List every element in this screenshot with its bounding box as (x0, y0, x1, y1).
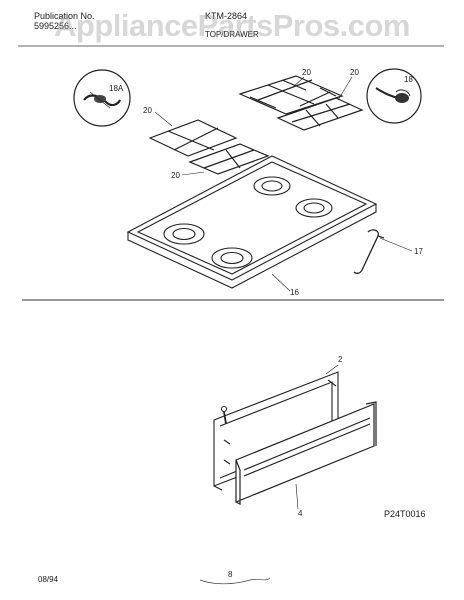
support-rod (353, 229, 385, 274)
callout-18a: 18A (109, 84, 124, 93)
callout-20-right-b: 20 (350, 68, 359, 77)
section-title: TOP/DRAWER (205, 30, 259, 39)
callout-18: 18 (404, 75, 413, 84)
callout-20-lower-left: 20 (171, 171, 180, 180)
model-number: KTM-2864 (205, 11, 248, 21)
page-number: 8 (228, 570, 233, 579)
callout-20-top-left: 20 (143, 106, 152, 115)
callout-4: 4 (298, 509, 303, 518)
grate-pair-left (148, 119, 270, 175)
detail-circle-18a (73, 69, 131, 127)
drawer-front (235, 401, 377, 505)
figure-code: P24T0016 (384, 509, 426, 519)
publication-label: Publication No. (34, 11, 95, 21)
detail-circle-18 (366, 68, 422, 124)
callout-16: 16 (290, 288, 299, 297)
publication-number: 5995256... (34, 21, 77, 31)
callout-17: 17 (414, 247, 423, 256)
grate-pair-right (238, 75, 364, 131)
callout-2: 2 (338, 355, 343, 364)
footer-date: 08/94 (38, 575, 59, 584)
cooktop-panel (126, 155, 378, 289)
callout-20-right-a: 20 (302, 68, 311, 77)
